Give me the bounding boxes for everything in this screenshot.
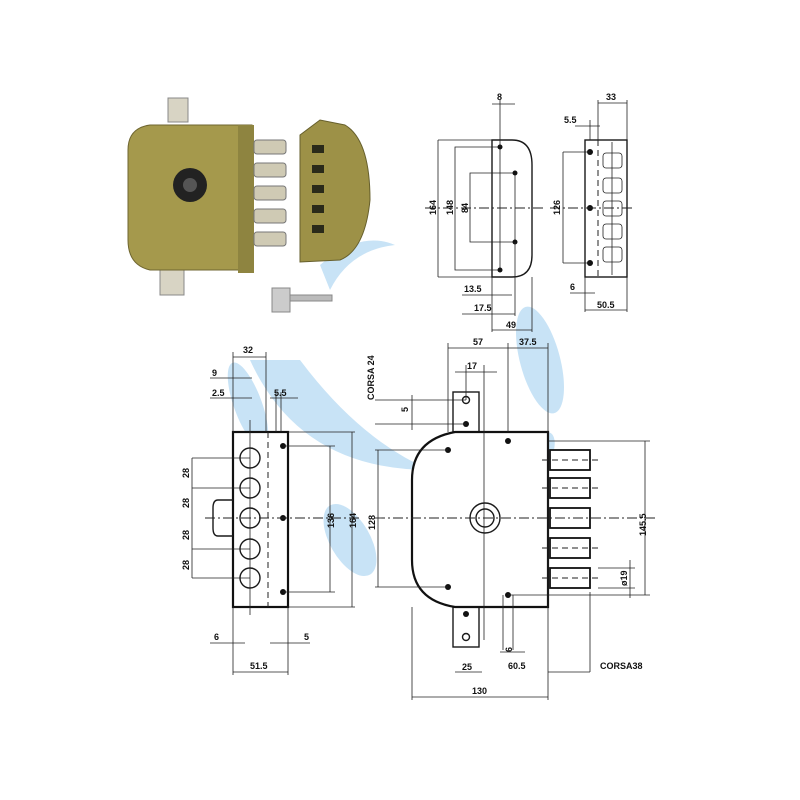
edge-view: 32 9 2.5 5.5 28 28 28 28 136 164 6 5 51.… (181, 345, 360, 675)
dim-label: 126 (552, 200, 562, 215)
dim-label: 5.5 (564, 115, 577, 125)
dim-label: 128 (367, 515, 377, 530)
dim-label: 148 (445, 200, 455, 215)
dim-label: 136 (326, 513, 336, 528)
dim-label: 28 (181, 530, 191, 540)
dim-label: 6 (214, 632, 219, 642)
dim-label: 60.5 (508, 661, 526, 671)
dim-label: 145.5 (638, 513, 648, 536)
dim-label: 8 (497, 92, 502, 102)
dim-label: 17 (467, 361, 477, 371)
dim-label: 84 (460, 203, 470, 213)
dim-label: 17.5 (474, 303, 492, 313)
dim-label: 33 (606, 92, 616, 102)
dim-label: 5 (400, 407, 410, 412)
dim-label: CORSA 24 (366, 355, 376, 400)
dim-label: ø19 (619, 570, 629, 586)
main-front-view: 57 37.5 17 CORSA 24 5 128 145.5 ø19 6 25… (366, 337, 655, 700)
dim-label: 9 (212, 368, 217, 378)
dim-label: 164 (428, 200, 438, 215)
key-icon (271, 287, 333, 313)
dim-label: 32 (243, 345, 253, 355)
front-plate-view: 8 164 148 84 13.5 17.5 49 (425, 92, 545, 332)
dim-label: 25 (462, 662, 472, 672)
dim-label: 5.5 (274, 388, 287, 398)
dim-label: 50.5 (597, 300, 615, 310)
dim-label: 57 (473, 337, 483, 347)
dim-label: 5 (304, 632, 309, 642)
dim-label: 28 (181, 498, 191, 508)
dim-label: 6 (504, 647, 514, 652)
bolts (253, 139, 287, 247)
dim-label: 28 (181, 560, 191, 570)
dim-label: 164 (348, 513, 358, 528)
side-plate-view: 33 5.5 126 6 50.5 (550, 92, 635, 312)
dim-label: CORSA38 (600, 661, 643, 671)
dim-label: 6 (570, 282, 575, 292)
dim-label: 28 (181, 468, 191, 478)
dim-label: 13.5 (464, 284, 482, 294)
dim-label: 2.5 (212, 388, 225, 398)
dim-label: 130 (472, 686, 487, 696)
dim-label: 37.5 (519, 337, 537, 347)
dim-label: 51.5 (250, 661, 268, 671)
lock-photo (127, 97, 371, 313)
dim-label: 49 (506, 320, 516, 330)
